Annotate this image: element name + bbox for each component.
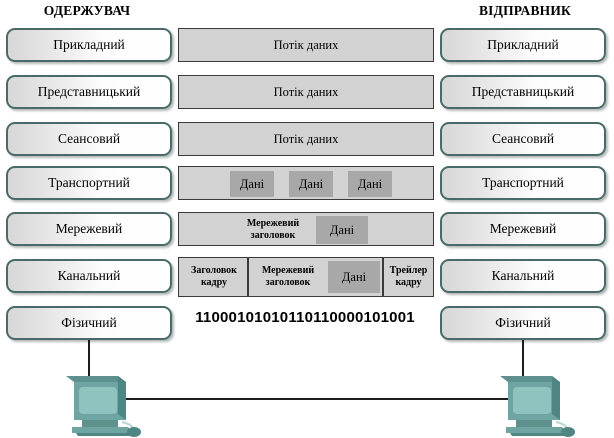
layer-box-receiver-datalink[interactable]: Канальний [6,259,172,293]
layer-label-datalink: Канальний [57,268,121,284]
pdu-box-application: Потік даних [178,28,434,62]
pdu-frame-data-label: Дані [341,269,367,284]
pdu-frame-network-header-line1: Мережевий [261,264,315,276]
layer-box-sender-physical[interactable]: Фізичний [440,306,606,340]
computer-icon [66,376,141,437]
pdu-network-header: Мережевий заголовок [234,216,312,244]
pdu-frame-trailer-line2: кадру [395,277,422,288]
pdu-box-session: Потік даних [178,122,434,156]
pdu-network-header-line1: Мережевий [246,217,300,229]
layer-box-receiver-session[interactable]: Сеансовий [6,122,172,156]
layer-label-transport: Транспортний [482,175,564,191]
computer-receiver[interactable] [52,370,144,438]
pdu-segment-transport-2: Дані [289,171,333,197]
layer-box-sender-transport[interactable]: Транспортний [440,166,606,200]
layer-label-application: Прикладний [487,37,559,53]
layer-label-presentation: Представницький [37,84,141,100]
pdu-box-datalink: Заголовок кадру Мережевий заголовок Дані… [178,257,434,297]
layer-label-session: Сеансовий [57,131,121,147]
pdu-frame-header: Заголовок кадру [181,260,247,294]
pdu-frame-header-line2: кадру [200,277,228,288]
pdu-segment-transport-1: Дані [230,171,274,197]
pdu-label-session: Потік даних [273,131,339,146]
layer-box-receiver-transport[interactable]: Транспортний [6,166,172,200]
connector-network-horizontal [108,398,514,400]
pdu-frame-trailer-line1: Трейлер [389,264,428,276]
pdu-network-header-line2: заголовок [250,230,296,241]
frame-separator-left [247,258,249,296]
layer-label-network: Мережевий [55,221,123,237]
layer-label-datalink: Канальний [491,268,555,284]
layer-box-sender-presentation[interactable]: Представницький [440,75,606,109]
computer-icon [500,376,575,437]
pdu-frame-network-header-line2: заголовок [265,277,311,288]
pdu-box-presentation: Потік даних [178,75,434,109]
connector-sender-vertical [522,340,524,379]
layer-label-transport: Транспортний [48,175,130,191]
computer-sender[interactable] [486,370,578,438]
pdu-frame-header-line1: Заголовок [191,264,237,276]
pdu-segment-transport-3: Дані [348,171,392,197]
pdu-box-transport: Дані Дані Дані [178,166,434,200]
layer-label-presentation: Представницький [471,84,575,100]
pdu-segment-label: Дані [357,176,383,191]
layer-box-receiver-application[interactable]: Прикладний [6,28,172,62]
pdu-frame-trailer: Трейлер кадру [384,260,433,294]
frame-separator-right [382,258,384,296]
connector-receiver-vertical [88,340,90,379]
layer-label-physical: Фізичний [495,315,551,331]
pdu-box-network: Мережевий заголовок Дані [178,212,434,246]
layer-box-receiver-network[interactable]: Мережевий [6,212,172,246]
layer-box-receiver-presentation[interactable]: Представницький [6,75,172,109]
layer-label-application: Прикладний [53,37,125,53]
pdu-network-data: Дані [316,216,368,244]
physical-bitstream: 11000101010110110000101001 [195,309,415,326]
pdu-segment-label: Дані [298,176,324,191]
pdu-network-data-label: Дані [329,222,355,237]
column-heading-sender: ВІДПРАВНИК [478,3,572,18]
pdu-label-application: Потік даних [273,37,339,52]
column-heading-receiver: ОДЕРЖУВАЧ [43,3,131,18]
layer-label-session: Сеансовий [491,131,555,147]
layer-box-sender-datalink[interactable]: Канальний [440,259,606,293]
layer-box-sender-network[interactable]: Мережевий [440,212,606,246]
layer-label-network: Мережевий [489,221,557,237]
layer-box-receiver-physical[interactable]: Фізичний [6,306,172,340]
pdu-label-presentation: Потік даних [273,84,339,99]
layer-label-physical: Фізичний [61,315,117,331]
pdu-frame-network-header: Мережевий заголовок [249,260,327,294]
pdu-frame-data: Дані [328,261,380,293]
layer-box-sender-application[interactable]: Прикладний [440,28,606,62]
pdu-segment-label: Дані [239,176,265,191]
layer-box-sender-session[interactable]: Сеансовий [440,122,606,156]
